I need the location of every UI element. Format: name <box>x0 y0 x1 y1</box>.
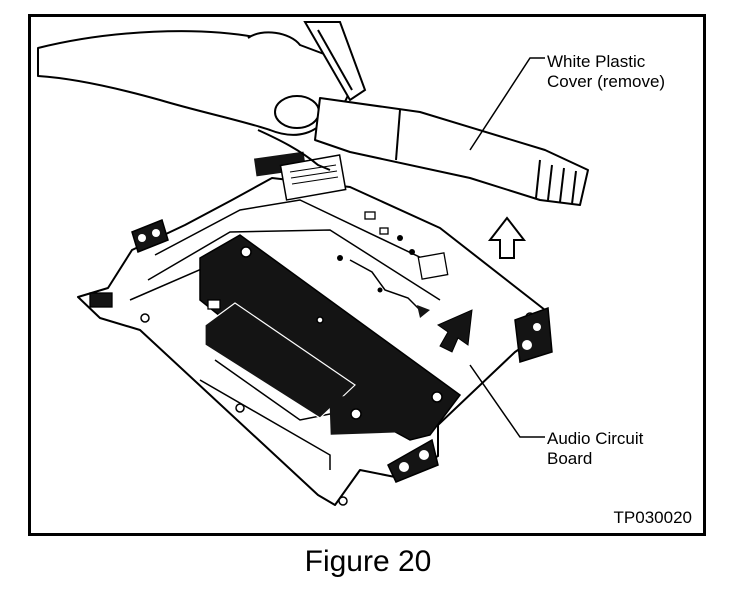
ribbon-connector <box>253 151 347 201</box>
callout-audio-line1: Audio Circuit <box>547 429 644 448</box>
board-dots <box>337 235 415 293</box>
left-bracket <box>131 218 169 254</box>
pry-tool <box>303 21 367 102</box>
figure-caption: Figure 20 <box>304 545 432 578</box>
callout-audio-circuit-board: Audio Circuit Board <box>547 429 643 469</box>
board-components <box>89 211 449 310</box>
leader-cover <box>469 57 545 151</box>
bottom-bracket <box>387 438 439 483</box>
right-bracket <box>514 306 553 363</box>
remove-direction-arrow <box>487 216 527 259</box>
board-dark-module <box>199 234 462 441</box>
board-trace <box>349 259 423 313</box>
board-lower-block <box>329 393 431 435</box>
callout-white-plastic-cover: White Plastic Cover (remove) <box>547 52 665 92</box>
callout-cover-line1: White Plastic <box>547 52 646 71</box>
figure-reference-code: TP030020 <box>613 508 692 527</box>
callout-audio-line2: Board <box>547 449 593 468</box>
leader-audio-board <box>469 364 545 438</box>
board-trace-tip <box>417 305 430 318</box>
board-direction-arrow <box>436 309 473 353</box>
hand <box>37 30 352 171</box>
callout-cover-line2: Cover (remove) <box>547 72 666 91</box>
